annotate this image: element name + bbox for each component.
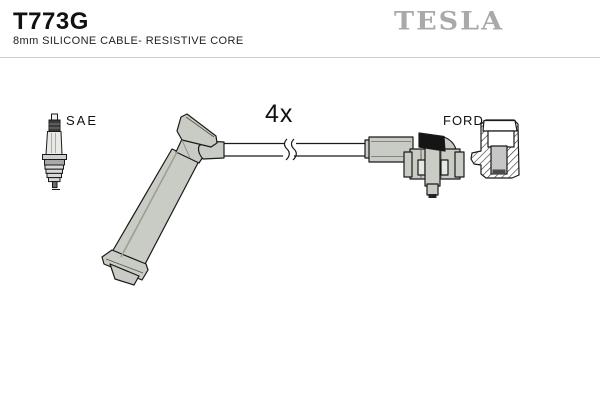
quantity-label: 4x: [265, 100, 294, 128]
spark-plug-boot-cable-icon: [101, 113, 370, 286]
ford-label: FORD: [443, 113, 484, 128]
tesla-logo: TESLA: [394, 6, 505, 37]
part-number: T773G: [13, 8, 89, 35]
spark-plug-icon: [42, 113, 67, 190]
part-description: 8mm SILICONE CABLE- RESISTIVE CORE: [13, 35, 244, 47]
header-divider: [0, 57, 600, 58]
terminal-cap-cross-section-icon: [470, 119, 520, 179]
ford-connector-icon: [364, 132, 465, 198]
sae-label: SAE: [66, 113, 99, 128]
cable-break-icon: [283, 138, 297, 161]
